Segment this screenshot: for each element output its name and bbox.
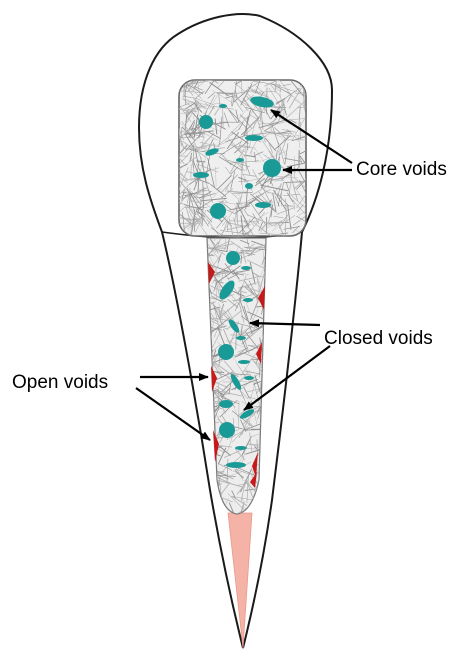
void (236, 336, 246, 340)
void (263, 159, 281, 177)
closed-voids-label: Closed voids (324, 329, 433, 348)
void (236, 158, 244, 162)
void (193, 172, 209, 178)
void (219, 104, 227, 108)
void (210, 203, 226, 219)
void (243, 298, 253, 302)
fiber (232, 193, 246, 194)
core-voids-label: Core voids (356, 160, 447, 179)
void (226, 251, 240, 265)
open-voids-label: Open voids (12, 373, 108, 392)
void (238, 360, 250, 364)
void (245, 183, 253, 189)
void (235, 446, 247, 450)
void (255, 202, 271, 208)
void (219, 422, 235, 438)
void (244, 376, 254, 380)
fiber (198, 503, 213, 504)
void (226, 462, 246, 468)
fiber (205, 487, 208, 499)
void (245, 135, 263, 141)
void (219, 400, 233, 408)
void (241, 266, 251, 270)
void (199, 115, 213, 129)
core-buildup (169, 71, 316, 246)
void (218, 344, 234, 360)
